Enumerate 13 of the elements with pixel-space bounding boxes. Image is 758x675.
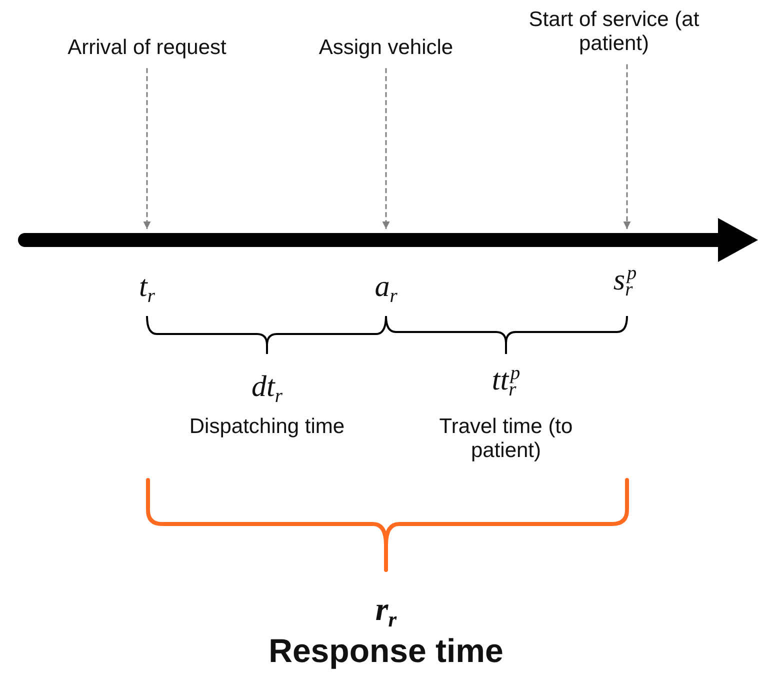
- interval-label: Travel time (to patient): [438, 415, 574, 464]
- math-symbol: t$_{r}$: [139, 272, 155, 306]
- math-symbol: dt$_{r}$: [252, 372, 282, 406]
- dashed-arrow: [623, 64, 631, 229]
- event-label: Assign vehicle: [286, 36, 486, 60]
- math-symbol: a$_{r}$: [374, 272, 398, 306]
- dashed-arrow: [143, 68, 151, 229]
- math-symbol: r$_{r}$: [375, 594, 397, 631]
- interval-label: Dispatching time: [188, 415, 346, 440]
- event-label: Arrival of request: [37, 36, 257, 60]
- event-label: Start of service (at patient): [524, 8, 704, 56]
- dashed-arrow: [382, 68, 390, 229]
- total-label: Response time: [268, 632, 504, 670]
